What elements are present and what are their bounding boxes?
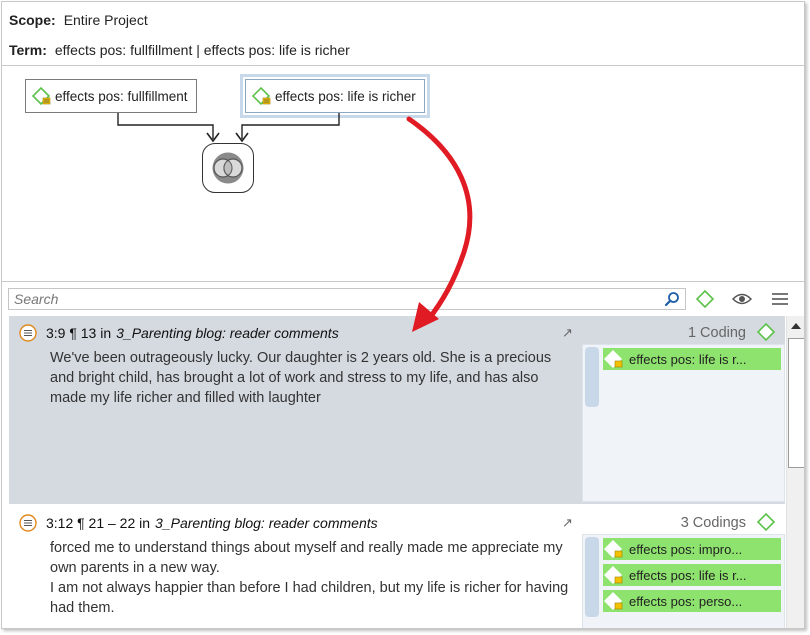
eye-icon[interactable] (730, 288, 754, 310)
search-icon[interactable] (660, 288, 684, 310)
query-node-life-is-richer[interactable]: effects pos: life is richer (240, 74, 430, 118)
code-tag-label: effects pos: perso... (629, 593, 743, 609)
term-row: Term: effects pos: fullfillment | effects… (9, 42, 350, 58)
result-header: 3:9 ¶ 13 in 3_Parenting blog: reader com… (19, 324, 339, 342)
menu-icon[interactable] (768, 288, 792, 310)
scope-value: Entire Project (63, 12, 148, 28)
open-arrow-icon[interactable]: ↗ (562, 325, 573, 340)
results-scrollbar[interactable] (786, 316, 804, 628)
union-operator-node[interactable] (202, 143, 254, 193)
result-reference: 3:9 ¶ 13 in (46, 325, 112, 341)
term-value: effects pos: fullfillment | effects pos:… (54, 42, 350, 58)
code-tag[interactable]: effects pos: impro... (603, 538, 781, 560)
result-row[interactable]: 3:9 ¶ 13 in 3_Parenting blog: reader com… (9, 316, 785, 504)
query-node-fullfillment[interactable]: effects pos: fullfillment (25, 79, 197, 113)
code-tag[interactable]: effects pos: life is r... (603, 348, 781, 370)
venn-union-icon (212, 152, 244, 184)
quotation-icon (19, 324, 37, 342)
codes-panel: effects pos: impro... effects pos: life … (582, 534, 785, 628)
diagram-divider (2, 281, 804, 282)
result-text: We've been outrageously lucky. Our daugh… (50, 350, 552, 406)
result-row[interactable]: 3:12 ¶ 21 – 22 in 3_Parenting blog: read… (9, 506, 785, 628)
code-tag[interactable]: effects pos: life is r... (603, 564, 781, 586)
result-text: forced me to understand things about mys… (50, 540, 563, 576)
code-icon (251, 86, 272, 106)
result-document: 3_Parenting blog: reader comments (155, 515, 378, 531)
result-header: 3:12 ¶ 21 – 22 in 3_Parenting blog: read… (19, 514, 378, 532)
code-icon (604, 350, 623, 368)
diagram-connectors (117, 113, 340, 143)
coding-count: 1 Coding (687, 325, 746, 341)
scroll-thumb[interactable] (788, 338, 804, 468)
code-icon (604, 540, 623, 558)
code-tag-label: effects pos: life is r... (629, 567, 747, 583)
code-tag[interactable]: effects pos: perso... (603, 590, 781, 612)
scope-label: Scope: (9, 12, 56, 28)
quotation-icon (19, 514, 37, 532)
term-label: Term: (9, 42, 47, 58)
codes-scroll-bar[interactable] (585, 537, 599, 617)
search-input[interactable] (9, 289, 649, 309)
search-box (8, 288, 686, 310)
code-icon (31, 86, 52, 106)
add-code-icon[interactable] (756, 322, 776, 345)
scroll-up-icon[interactable] (787, 316, 804, 336)
scope-row: Scope: Entire Project (9, 12, 148, 28)
node-label: effects pos: life is richer (275, 88, 416, 104)
code-icon (604, 566, 623, 584)
node-label: effects pos: fullfillment (55, 88, 188, 104)
code-icon (604, 592, 623, 610)
result-text-continued: I am not always happier than before I ha… (50, 580, 569, 616)
header-divider (2, 65, 804, 66)
result-document: 3_Parenting blog: reader comments (116, 325, 339, 341)
code-tag-label: effects pos: impro... (629, 541, 743, 557)
result-reference: 3:12 ¶ 21 – 22 in (46, 515, 151, 531)
coding-count: 3 Codings (680, 515, 746, 531)
codes-panel: effects pos: life is r... (582, 344, 785, 502)
code-filter-icon[interactable] (693, 288, 717, 310)
codes-scroll-bar[interactable] (585, 347, 599, 407)
code-tag-label: effects pos: life is r... (629, 351, 747, 367)
open-arrow-icon[interactable]: ↗ (562, 515, 573, 530)
add-code-icon[interactable] (756, 512, 776, 535)
